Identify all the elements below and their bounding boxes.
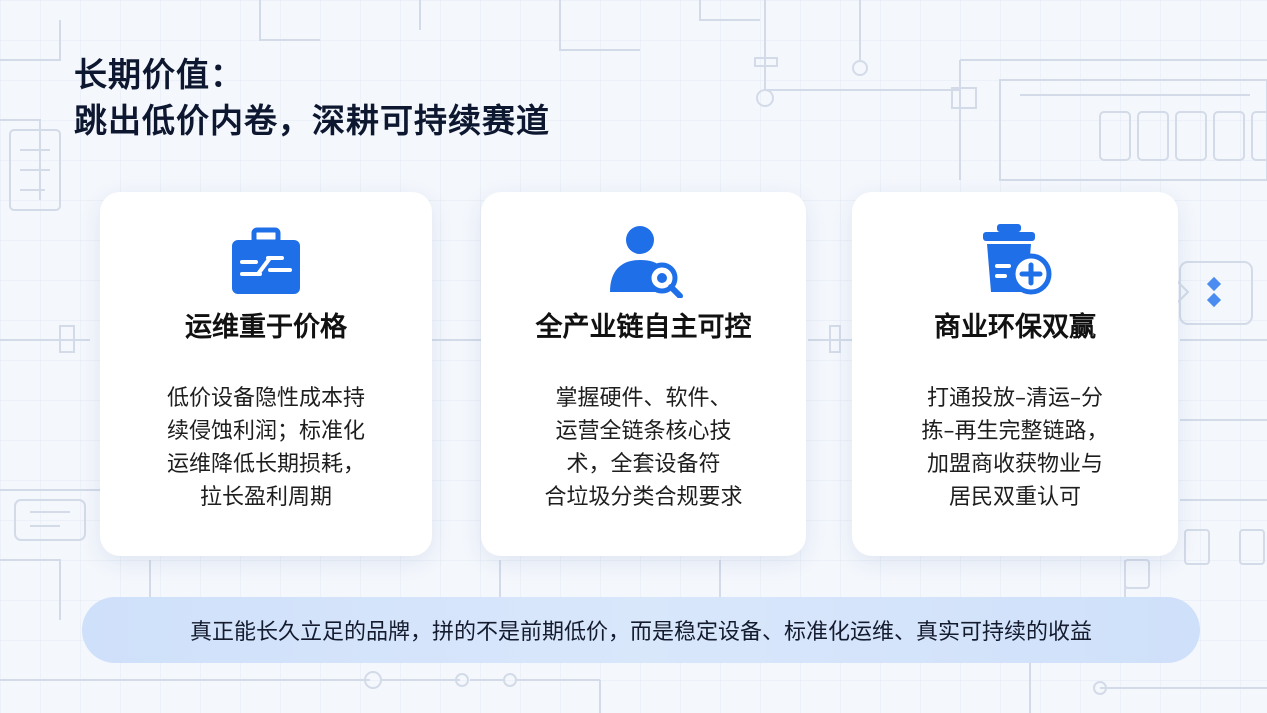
card-description-line: 掌握硬件、软件、 [555,386,732,411]
card-description: 打通投放–清运–分 拣–再生完整链路， 加盟商收获物业与 居民双重认可 [852,382,1178,514]
card-description-line: 加盟商收获物业与 [926,452,1103,477]
card-description-line: 运维降低长期损耗， [166,452,365,477]
card-description: 掌握硬件、软件、 运营全链条核心技 术，全套设备符 合垃圾分类合规要求 [481,382,806,514]
card-full-chain-control: 全产业链自主可控 掌握硬件、软件、 运营全链条核心技 术，全套设备符 合垃圾分类… [481,192,806,556]
card-description-line: 低价设备隐性成本持 [166,386,365,411]
card-heading: 全产业链自主可控 [535,312,752,343]
summary-banner: 真正能长久立足的品牌，拼的不是前期低价，而是稳定设备、标准化运维、真实可持续的收… [82,597,1200,663]
card-description-line: 运营全链条核心技 [555,419,732,444]
user-search-icon [604,222,684,299]
card-description-line: 打通投放–清运–分 [926,386,1103,411]
page-title: 长期价值： 跳出低价内卷，深耕可持续赛道 [74,52,550,144]
card-heading: 商业环保双赢 [934,312,1096,343]
card-description-line: 续侵蚀利润；标准化 [166,419,365,444]
card-description-line: 拉长盈利周期 [199,485,332,510]
card-operations-over-price: 运维重于价格 低价设备隐性成本持 续侵蚀利润；标准化 运维降低长期损耗， 拉长盈… [100,192,432,556]
trash-bin-plus-icon [975,222,1055,298]
toolbox-icon [226,222,306,298]
card-description: 低价设备隐性成本持 续侵蚀利润；标准化 运维降低长期损耗， 拉长盈利周期 [100,382,432,514]
card-description-line: 术，全套设备符 [566,452,721,477]
page-title-line1: 长期价值： [74,55,244,94]
card-description-line: 居民双重认可 [948,485,1081,510]
summary-banner-text: 真正能长久立足的品牌，拼的不是前期低价，而是稳定设备、标准化运维、真实可持续的收… [189,620,1092,645]
card-description-line: 拣–再生完整链路， [921,419,1109,444]
card-heading: 运维重于价格 [185,312,347,343]
page-title-line2: 跳出低价内卷，深耕可持续赛道 [74,101,550,140]
card-business-eco-win: 商业环保双赢 打通投放–清运–分 拣–再生完整链路， 加盟商收获物业与 居民双重… [852,192,1178,556]
card-description-line: 合垃圾分类合规要求 [544,485,743,510]
